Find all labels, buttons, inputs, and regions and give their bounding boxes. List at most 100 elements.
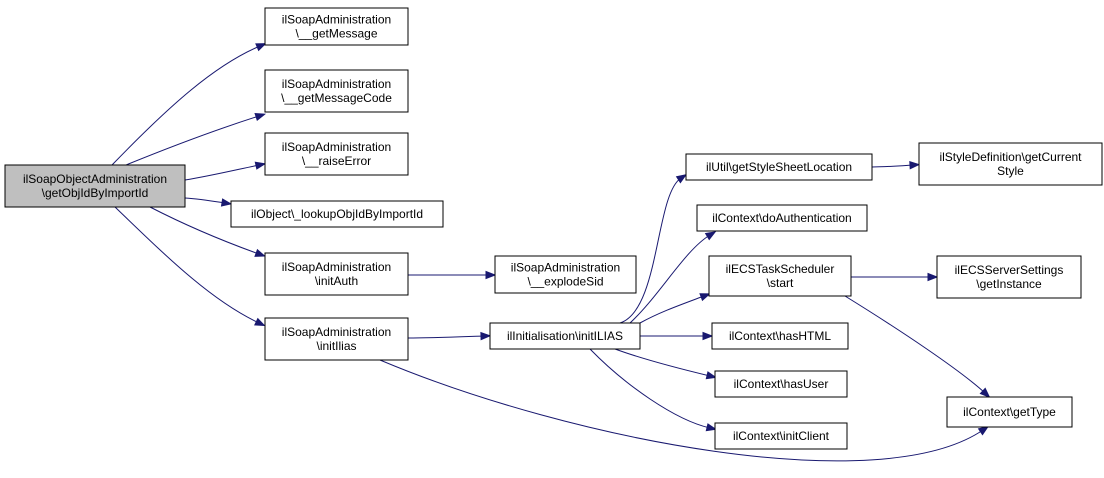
edge-line: [619, 177, 682, 324]
edge-init-ilias-to-get-type: [379, 359, 990, 462]
edge-line: [871, 164, 914, 168]
arrowhead: [254, 113, 267, 122]
edge-initialisation-init-ilias-to-has-user: [614, 348, 718, 380]
edge-line: [111, 45, 261, 166]
node-get-message-code[interactable]: ilSoapAdministration\__getMessageCode: [264, 69, 409, 113]
node-init-ilias[interactable]: ilSoapAdministration\initIlias: [264, 317, 409, 361]
node-do-authentication[interactable]: ilContext\doAuthentication: [696, 204, 868, 232]
edge-line: [589, 348, 711, 429]
node-label: ilECSServerSettings: [955, 263, 1064, 277]
edge-init-ilias-to-initialisation-init-ilias: [407, 331, 492, 341]
node-get-message[interactable]: ilSoapAdministration\__getMessage: [264, 7, 409, 46]
node-box[interactable]: [946, 396, 1073, 428]
node-box[interactable]: [708, 255, 852, 297]
arrowhead: [699, 293, 711, 302]
edge-initialisation-init-ilias-to-do-authentication: [629, 231, 717, 324]
edge-root-to-raise-error: [184, 161, 267, 181]
node-box[interactable]: [711, 322, 849, 350]
arrowhead: [675, 173, 688, 184]
edge-root-to-init-ilias: [114, 206, 266, 327]
arrowhead: [255, 43, 267, 52]
edge-ecs-task-scheduler-start-to-ecs-server-settings-get-instance: [851, 272, 939, 282]
arrowhead: [254, 317, 266, 327]
node-label: ilSoapAdministration: [511, 261, 620, 275]
node-label: ilContext\hasUser: [734, 377, 829, 391]
edge-root-to-get-message-code: [125, 113, 267, 166]
arrowhead: [254, 161, 267, 170]
arrowhead: [705, 371, 718, 380]
node-box[interactable]: [696, 204, 868, 232]
node-box[interactable]: [714, 422, 848, 450]
node-label: \getObjIdByImportId: [42, 186, 149, 200]
arrowhead: [702, 331, 714, 341]
node-box[interactable]: [714, 370, 848, 398]
edge-initialisation-init-ilias-to-ecs-task-scheduler-start: [639, 293, 711, 324]
node-box[interactable]: [230, 200, 444, 228]
node-box[interactable]: [918, 142, 1103, 186]
edges-layer: [111, 43, 991, 462]
node-box[interactable]: [685, 153, 873, 181]
edge-initialisation-init-ilias-to-init-client: [589, 348, 718, 432]
node-label: \__explodeSid: [527, 275, 603, 289]
arrowhead: [927, 272, 939, 282]
node-box[interactable]: [936, 255, 1082, 299]
node-label: \initAuth: [315, 274, 358, 288]
edge-root-to-get-message: [111, 43, 267, 166]
edge-line: [125, 115, 260, 166]
edge-root-to-lookup-obj-id: [184, 197, 233, 207]
node-label: \__getMessageCode: [281, 91, 392, 105]
node-label: \__getMessage: [295, 27, 377, 41]
node-get-type[interactable]: ilContext\getType: [946, 396, 1073, 428]
edge-initialisation-init-ilias-to-get-style-sheet-location: [619, 173, 688, 324]
nodes-layer: ilSoapObjectAdministration\getObjIdByImp…: [4, 7, 1103, 450]
node-label: \__raiseError: [302, 154, 371, 168]
node-init-auth[interactable]: ilSoapAdministration\initAuth: [264, 252, 409, 296]
node-label: ilSoapAdministration: [282, 260, 391, 274]
node-label: ilUtil\getStyleSheetLocation: [706, 160, 852, 174]
node-label: ilSoapObjectAdministration: [23, 172, 167, 186]
arrowhead: [480, 331, 492, 341]
node-init-client[interactable]: ilContext\initClient: [714, 422, 848, 450]
node-has-user[interactable]: ilContext\hasUser: [714, 370, 848, 398]
edge-line: [844, 295, 986, 394]
node-box[interactable]: [264, 7, 409, 46]
arrowhead: [220, 198, 233, 207]
node-box[interactable]: [264, 69, 409, 113]
edge-line: [629, 234, 711, 324]
node-has-html[interactable]: ilContext\hasHTML: [711, 322, 849, 350]
edge-ecs-task-scheduler-start-to-get-type: [844, 295, 991, 399]
edge-init-auth-to-explode-sid: [407, 270, 497, 280]
node-ecs-task-scheduler-start[interactable]: ilECSTaskScheduler\start: [708, 255, 852, 297]
node-box[interactable]: [264, 132, 409, 176]
edge-line: [379, 359, 984, 462]
node-label: \initIlias: [316, 339, 356, 353]
node-explode-sid[interactable]: ilSoapAdministration\__explodeSid: [494, 255, 637, 294]
node-label: \start: [767, 276, 794, 290]
node-box[interactable]: [489, 322, 641, 350]
arrowhead: [704, 231, 717, 241]
edge-line: [407, 335, 485, 339]
node-box[interactable]: [264, 252, 409, 296]
node-label: ilInitialisation\initILIAS: [507, 329, 623, 343]
node-initialisation-init-ilias[interactable]: ilInitialisation\initILIAS: [489, 322, 641, 350]
node-raise-error[interactable]: ilSoapAdministration\__raiseError: [264, 132, 409, 176]
node-label: ilSoapAdministration: [282, 140, 391, 154]
edge-line: [184, 197, 226, 204]
edge-line: [149, 206, 260, 255]
node-root: ilSoapObjectAdministration\getObjIdByImp…: [4, 164, 186, 208]
edge-get-style-sheet-location-to-get-current-style: [871, 161, 921, 170]
node-label: ilSoapAdministration: [282, 325, 391, 339]
node-box[interactable]: [494, 255, 637, 294]
arrowhead: [979, 387, 991, 399]
node-ecs-server-settings-get-instance[interactable]: ilECSServerSettings\getInstance: [936, 255, 1082, 299]
node-box: [4, 164, 186, 208]
edge-line: [114, 206, 260, 324]
arrowhead: [705, 423, 718, 432]
node-box[interactable]: [264, 317, 409, 361]
edge-line: [184, 164, 260, 181]
edge-line: [639, 295, 705, 324]
node-get-style-sheet-location[interactable]: ilUtil\getStyleSheetLocation: [685, 153, 873, 181]
node-lookup-obj-id[interactable]: ilObject\_lookupObjIdByImportId: [230, 200, 444, 228]
